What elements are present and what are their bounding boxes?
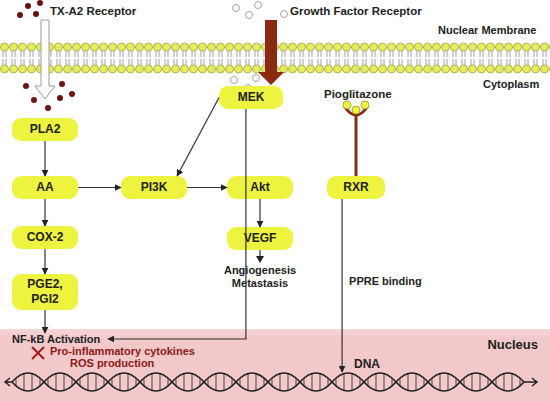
box-label: PGE2, PGI2 xyxy=(20,277,70,307)
box-label: PLA2 xyxy=(30,122,61,137)
arrow-head xyxy=(256,256,264,263)
growth-factor-dot xyxy=(255,2,262,9)
signal-arrow xyxy=(44,141,45,176)
drug-receptor-symbol xyxy=(343,101,369,176)
outcome-arrow xyxy=(256,250,264,263)
pathway-box: PI3K xyxy=(121,176,187,199)
signal-arrow xyxy=(187,187,227,188)
drug-label: Pioglitazone xyxy=(324,88,392,101)
pathway-label: NF-kB Activation xyxy=(12,333,100,346)
receptor-label: Growth Factor Receptor xyxy=(290,5,422,18)
box-label: Akt xyxy=(250,180,269,195)
ligand-dot xyxy=(59,81,65,87)
ligand-dot xyxy=(31,97,37,103)
receptor-arrow xyxy=(258,20,284,85)
signal-arrow xyxy=(44,310,45,333)
outcome-label: Angiogenesis Metastasis xyxy=(214,264,306,289)
pathway-box: RXR xyxy=(327,176,385,199)
signal-arrow xyxy=(177,98,219,177)
growth-factor-dot xyxy=(246,12,253,19)
box-label: AA xyxy=(36,180,53,195)
box-label: PI3K xyxy=(141,180,168,195)
box-label: MEK xyxy=(238,90,265,105)
growth-factor-dot xyxy=(253,75,260,82)
pathway-box: Akt xyxy=(227,176,293,199)
ligand-dot xyxy=(17,12,23,18)
growth-factor-dot xyxy=(281,11,288,18)
signal-arrow xyxy=(44,249,45,274)
ligand-dot xyxy=(57,95,63,101)
signal-arrow xyxy=(108,109,246,339)
ligand-dot xyxy=(33,11,39,17)
effect-label: Pro-inflammatory cytokines xyxy=(50,345,195,358)
growth-factor-dot xyxy=(231,77,238,84)
region-label: Nucleus xyxy=(487,337,538,352)
growth-factor-dots xyxy=(231,2,288,92)
box-label: VEGF xyxy=(244,231,277,246)
signal-arrow xyxy=(78,187,121,188)
edge-label: PPRE binding xyxy=(349,275,422,288)
signal-arrow xyxy=(44,199,45,226)
region-label: Cytoplasm xyxy=(483,78,539,91)
pathway-box: MEK xyxy=(219,86,283,109)
pathway-box: VEGF xyxy=(227,227,293,250)
dna-label: DNA xyxy=(354,358,380,372)
pathway-box: PGE2, PGI2 xyxy=(12,274,78,310)
drug-molecule xyxy=(343,101,351,109)
ligand-dot xyxy=(25,3,31,9)
arrow-line xyxy=(259,250,260,257)
lipid-bilayer xyxy=(0,42,550,74)
ligand-dot xyxy=(45,105,51,111)
receptor-arrow xyxy=(35,20,55,99)
receptor-stem xyxy=(355,116,358,176)
signal-arrow xyxy=(259,199,260,227)
signal-arrow xyxy=(342,199,343,372)
ligand-dot xyxy=(37,0,43,6)
drug-molecule xyxy=(352,106,360,114)
drug-molecule xyxy=(361,101,369,109)
pathway-box: AA xyxy=(12,176,78,199)
box-label: COX-2 xyxy=(27,230,64,245)
growth-factor-dot xyxy=(233,5,240,12)
effect-label: ROS production xyxy=(70,357,154,370)
pathway-box: PLA2 xyxy=(12,118,78,141)
membrane-label: Nuclear Membrane xyxy=(438,24,536,37)
receptor-label: TX-A2 Receptor xyxy=(50,5,136,18)
ligand-dot xyxy=(69,91,75,97)
box-label: RXR xyxy=(343,180,368,195)
ligand-dot xyxy=(23,83,29,89)
receptor-cup xyxy=(344,106,368,115)
pathway-box: COX-2 xyxy=(12,226,78,249)
